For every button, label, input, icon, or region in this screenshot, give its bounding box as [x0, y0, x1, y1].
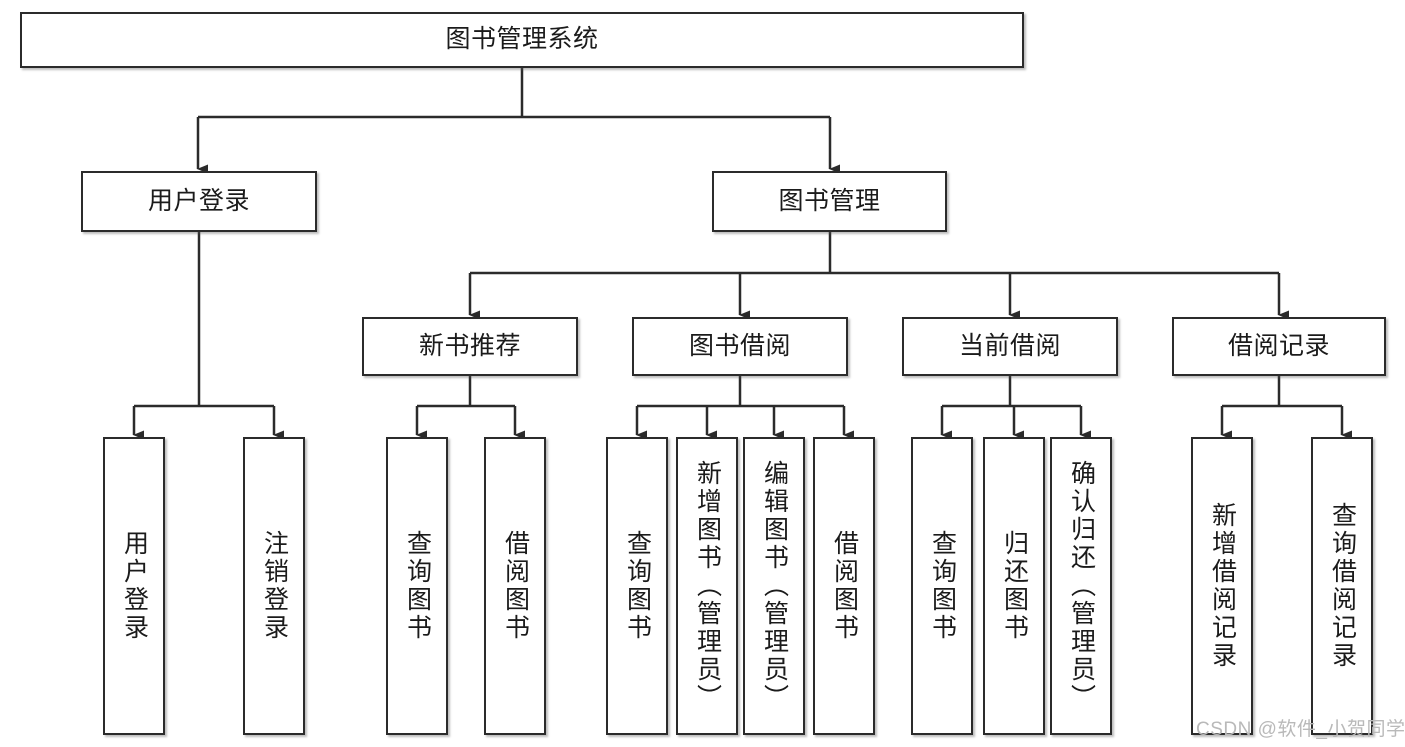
node-leaf-leaf-return-book-label: 归还图书: [1000, 530, 1029, 642]
node-level2-book-management[interactable]: 图书管理: [712, 171, 947, 232]
node-leaf-leaf-edit-book-admin[interactable]: 编辑图书（管理员）: [743, 437, 805, 735]
node-level3-current-borrow[interactable]: 当前借阅: [902, 317, 1118, 376]
node-leaf-leaf-user-logout-label: 注销登录: [260, 530, 289, 642]
node-leaf-leaf-user-login-label: 用户登录: [120, 530, 149, 642]
node-leaf-leaf-query-borrow-record-label: 查询借阅记录: [1328, 502, 1357, 670]
node-leaf-leaf-query-book-borrow[interactable]: 查询图书: [606, 437, 668, 735]
node-leaf-leaf-confirm-return-admin[interactable]: 确认归还（管理员）: [1050, 437, 1112, 735]
node-leaf-leaf-add-book-admin-label: 新增图书（管理员）: [693, 460, 722, 712]
node-level3-borrow-record-label: 借阅记录: [1227, 331, 1330, 360]
node-level2-book-management-label: 图书管理: [778, 186, 881, 215]
node-leaf-leaf-return-book[interactable]: 归还图书: [983, 437, 1045, 735]
node-level2-user-login[interactable]: 用户登录: [81, 171, 317, 232]
node-leaf-leaf-borrow-book-recommend-label: 借阅图书: [501, 530, 530, 642]
node-leaf-leaf-add-borrow-record[interactable]: 新增借阅记录: [1191, 437, 1253, 735]
node-leaf-leaf-borrow-book-label: 借阅图书: [830, 530, 859, 642]
node-leaf-leaf-query-book-recommend-label: 查询图书: [403, 530, 432, 642]
node-leaf-leaf-query-book-recommend[interactable]: 查询图书: [386, 437, 448, 735]
node-leaf-leaf-add-book-admin[interactable]: 新增图书（管理员）: [676, 437, 738, 735]
node-root-label: 图书管理系统: [445, 25, 599, 54]
node-root[interactable]: 图书管理系统: [20, 12, 1024, 68]
node-leaf-leaf-borrow-book[interactable]: 借阅图书: [813, 437, 875, 735]
node-leaf-leaf-query-book-current-label: 查询图书: [928, 530, 957, 642]
node-leaf-leaf-query-book-borrow-label: 查询图书: [623, 530, 652, 642]
node-level3-book-borrow[interactable]: 图书借阅: [632, 317, 848, 376]
node-leaf-leaf-query-borrow-record[interactable]: 查询借阅记录: [1311, 437, 1373, 735]
csdn-watermark: CSDN @软件_小贺同学: [1196, 719, 1405, 740]
node-leaf-leaf-borrow-book-recommend[interactable]: 借阅图书: [484, 437, 546, 735]
node-leaf-leaf-edit-book-admin-label: 编辑图书（管理员）: [760, 460, 789, 712]
node-level3-borrow-record[interactable]: 借阅记录: [1172, 317, 1386, 376]
node-level3-book-borrow-label: 图书借阅: [688, 331, 791, 360]
node-leaf-leaf-user-login[interactable]: 用户登录: [103, 437, 165, 735]
node-leaf-leaf-user-logout[interactable]: 注销登录: [243, 437, 305, 735]
node-level3-new-book-recommend[interactable]: 新书推荐: [362, 317, 578, 376]
node-leaf-leaf-confirm-return-admin-label: 确认归还（管理员）: [1067, 460, 1096, 712]
node-level3-current-borrow-label: 当前借阅: [958, 331, 1061, 360]
node-leaf-leaf-add-borrow-record-label: 新增借阅记录: [1208, 502, 1237, 670]
node-level3-new-book-recommend-label: 新书推荐: [418, 331, 521, 360]
node-level2-user-login-label: 用户登录: [147, 186, 250, 215]
node-leaf-leaf-query-book-current[interactable]: 查询图书: [911, 437, 973, 735]
edges-group: [132, 68, 1352, 440]
